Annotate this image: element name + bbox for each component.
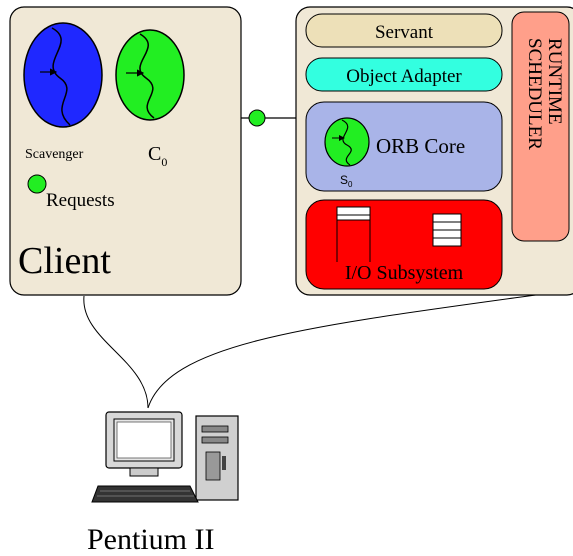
object-adapter-label: Object Adapter [346,66,462,87]
requests-label: Requests [46,190,115,211]
queue-icon [336,206,371,262]
object-adapter-box [305,57,503,92]
runtime-scheduler-box [511,11,570,242]
thread-squiggle-icon [51,27,71,126]
thread-squiggle-icon [139,33,155,119]
scavenger-label: Scavenger [25,147,84,162]
computer-icon [91,411,239,503]
machine-label: Pentium II [87,523,215,556]
io-subsystem-label: I/O Subsystem [345,262,464,284]
orb-core-label: ORB Core [376,134,465,158]
scheduler-label-line1: RUNTIME [544,38,565,125]
scavenger-thread [23,22,103,128]
s0-thread [324,117,370,167]
server-link-curve [147,289,573,409]
thread-squiggle-icon [341,119,352,166]
client-label: Client [18,240,111,282]
s0-label: S0 [340,173,353,189]
c0-label: C0 [148,143,167,169]
keyboard-icon [91,485,199,503]
scheduler-label-line2: SCHEDULER [524,38,545,150]
request-dot-icon [27,174,47,194]
servant-box [305,13,503,48]
link-endpoint-icon [248,109,266,127]
c0-thread [115,29,185,121]
client-link-curve [83,295,149,409]
buffer-stack-icon [432,213,462,247]
servant-label: Servant [375,22,434,43]
